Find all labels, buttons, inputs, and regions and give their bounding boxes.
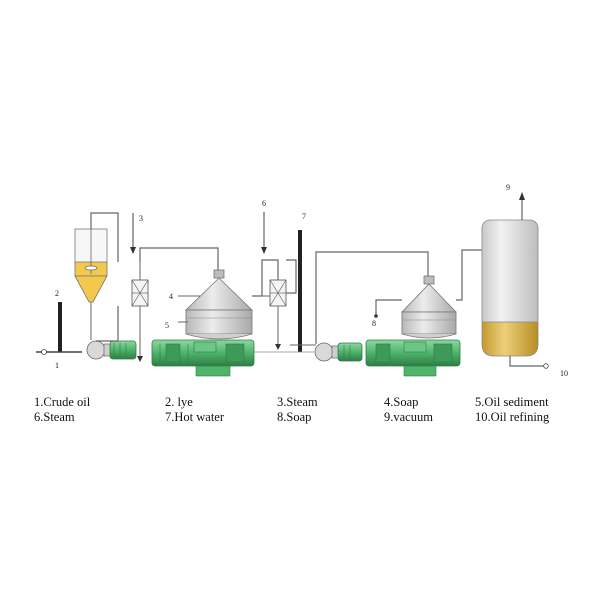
legend-steam-3: 3.Steam	[277, 395, 318, 409]
stream-number-1: 1	[55, 361, 59, 370]
crude-oil-inlet	[36, 349, 82, 355]
stream-number-5: 5	[165, 321, 169, 330]
legend-lye: 2. lye	[165, 395, 193, 409]
stream-number-3: 3	[139, 214, 143, 223]
stream-number-6: 6	[262, 199, 266, 208]
pump-1	[86, 340, 137, 360]
heater-1	[131, 262, 149, 362]
legend-oil-sediment: 5.Oil sediment	[475, 395, 549, 409]
pipe-pump2-to-separator2	[315, 251, 429, 344]
stream-number-10: 10	[560, 369, 568, 378]
stream-number-7: 7	[302, 212, 306, 221]
hot-water-rod	[298, 230, 302, 352]
stream-number-2: 2	[55, 289, 59, 298]
pipe-separator2-to-vessel	[456, 249, 482, 301]
steam-arrow-6	[261, 212, 267, 254]
lye-feed-rod	[58, 302, 62, 352]
legend-steam-6: 6.Steam	[34, 410, 75, 424]
pipe-heater1-to-separator1	[139, 247, 219, 274]
vacuum-dryer-vessel	[481, 192, 549, 369]
legend-soap-4: 4.Soap	[384, 395, 419, 409]
stream-number-9: 9	[506, 183, 510, 192]
legend: 1.Crude oil 6.Steam 2. lye 7.Hot water 3…	[0, 395, 600, 435]
crude-oil-tank	[74, 228, 108, 340]
legend-crude-oil: 1.Crude oil	[34, 395, 91, 409]
legend-soap-8: 8.Soap	[277, 410, 312, 424]
stream-number-8: 8	[372, 319, 376, 328]
separator-1	[178, 269, 270, 340]
legend-vacuum: 9.vacuum	[384, 410, 433, 424]
pipe-heater2-side	[286, 259, 297, 294]
legend-oil-refining: 10.Oil refining	[475, 410, 550, 424]
pipe-tank-to-heater1	[90, 212, 119, 262]
pipe-pump1-to-heater1	[96, 306, 119, 342]
stream-number-4: 4	[169, 292, 173, 301]
separator-1-motor	[151, 339, 255, 377]
steam-arrow-3	[130, 213, 136, 254]
separator-2	[374, 275, 457, 339]
separator-2-motor	[365, 339, 461, 377]
pipe-separator1-to-heater2	[252, 259, 279, 297]
pump-2	[314, 342, 363, 362]
legend-hot-water: 7.Hot water	[165, 410, 225, 424]
heater-2	[269, 279, 287, 350]
